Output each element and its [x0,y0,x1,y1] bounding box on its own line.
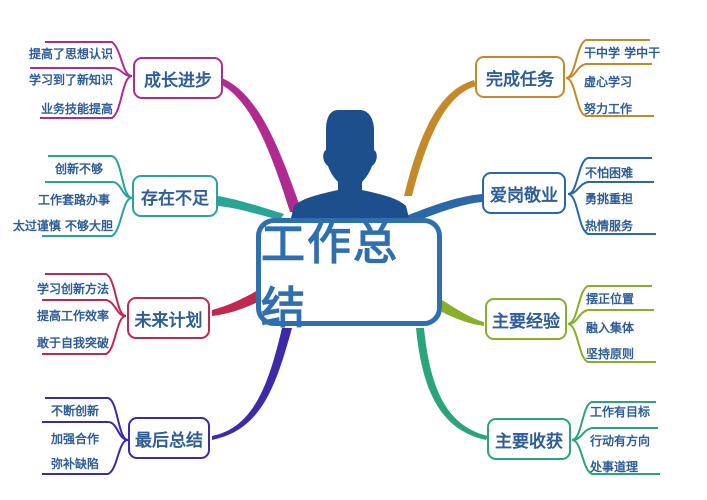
node-future-plan[interactable]: 未来计划 [127,297,210,339]
node-label: 完成任务 [486,69,554,90]
leaf-item[interactable]: 敢于自我突破 [36,336,109,350]
leaf-item[interactable]: 提高工作效率 [36,309,109,323]
node-growth[interactable]: 成长进步 [133,57,223,99]
node-dedication[interactable]: 爱岗敬业 [482,172,566,214]
leaf-item[interactable]: 业务技能提高 [40,102,113,116]
branch-link-future [212,290,258,316]
leaf-item[interactable]: 太过谨慎 不够大胆 [12,219,113,233]
branch-link-shortcomings [218,196,284,220]
leaf-item[interactable]: 提高了思想认识 [28,47,113,61]
leaf-item[interactable]: 学习创新方法 [36,282,109,296]
leaf-item[interactable]: 工作有目标 [590,405,651,419]
branch-link-gains [416,328,488,440]
leaf-item[interactable]: 坚持原则 [586,347,635,361]
leaf-item[interactable]: 勇挑重担 [585,192,634,206]
node-label: 主要收获 [495,431,563,452]
leaf-item[interactable]: 处事道理 [590,460,639,474]
leaf-item[interactable]: 创新不够 [54,162,103,176]
branch-link-complete [404,80,476,196]
leaf-item[interactable]: 虚心学习 [584,75,633,89]
leaf-item[interactable]: 行动有方向 [590,434,651,448]
leaf-item[interactable]: 不怕困难 [585,166,634,180]
node-label: 爱岗敬业 [490,185,558,206]
branch-link-final [212,328,292,440]
leaf-item[interactable]: 热情服务 [585,219,634,233]
node-label: 存在不足 [141,188,209,209]
leaf-item[interactable]: 努力工作 [584,102,633,116]
leaf-item[interactable]: 干中学 学中干 [584,46,661,60]
node-label: 未来计划 [134,310,203,331]
leaf-item[interactable]: 加强合作 [50,432,99,446]
center-title: 工作总结 [261,219,399,334]
node-label: 主要经验 [492,311,560,332]
person-silhouette-icon [290,110,410,222]
branch-link-growth [220,78,302,212]
leaf-item[interactable]: 弥补缺陷 [50,457,99,471]
node-complete-tasks[interactable]: 完成任务 [475,56,565,98]
node-gains[interactable]: 主要收获 [487,418,571,460]
leaf-item[interactable]: 融入集体 [586,321,635,335]
node-label: 最后总结 [135,430,203,451]
leaf-item[interactable]: 工作套路办事 [37,193,110,207]
center-node[interactable]: 工作总结 [256,218,442,334]
node-label: 成长进步 [144,70,212,91]
leaf-item[interactable]: 不断创新 [50,404,99,418]
node-experience[interactable]: 主要经验 [485,298,567,340]
leaf-item[interactable]: 摆正位置 [586,292,635,306]
leaf-item[interactable]: 学习到了新知识 [28,73,113,87]
node-final-summary[interactable]: 最后总结 [128,417,210,459]
branch-link-experience [442,300,484,326]
node-shortcomings[interactable]: 存在不足 [132,175,218,217]
branch-link-dedication [406,194,482,222]
